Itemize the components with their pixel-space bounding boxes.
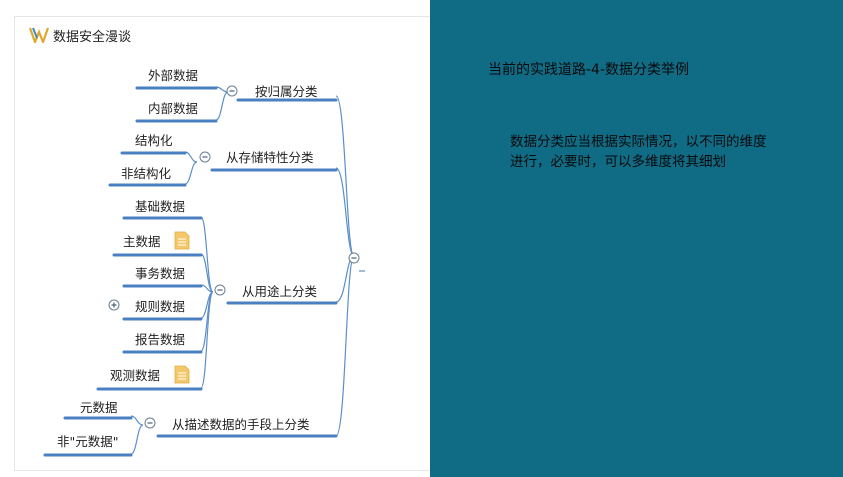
branch-storage[interactable]: 从存储特性分类 bbox=[226, 150, 314, 165]
leaf-basic-data[interactable]: 基础数据 bbox=[135, 199, 186, 214]
branch-description[interactable]: 从描述数据的手段上分类 bbox=[172, 417, 310, 432]
leaf-report-data[interactable]: 报告数据 bbox=[135, 332, 186, 347]
w-logo-icon bbox=[29, 27, 49, 43]
brand-name: 数据安全漫谈 bbox=[53, 30, 132, 45]
slide-panel bbox=[430, 0, 843, 477]
leaf-master-data[interactable]: 主数据 bbox=[123, 234, 161, 249]
slide-title: 当前的实践道路-4-数据分类举例 bbox=[488, 62, 690, 78]
expand-icon[interactable] bbox=[108, 299, 120, 311]
leaf-metadata[interactable]: 元数据 bbox=[80, 400, 118, 415]
mindmap-connectors bbox=[43, 85, 365, 457]
leaf-non-metadata[interactable]: 非"元数据" bbox=[57, 434, 119, 449]
canvas-frame bbox=[14, 16, 430, 471]
collapse-toggles[interactable] bbox=[144, 85, 360, 429]
slide-description: 数据分类应当根据实际情况，以不同的维度进行，必要时，可以多维度将其细划 bbox=[510, 134, 767, 170]
leaf-transaction-data[interactable]: 事务数据 bbox=[135, 266, 186, 281]
leaf-unstructured[interactable]: 非结构化 bbox=[121, 166, 172, 181]
leaf-internal-data[interactable]: 内部数据 bbox=[148, 101, 199, 116]
leaf-rule-data[interactable]: 规则数据 bbox=[135, 299, 186, 314]
branch-usage[interactable]: 从用途上分类 bbox=[242, 284, 318, 299]
note-icon[interactable] bbox=[174, 365, 190, 384]
branch-ownership[interactable]: 按归属分类 bbox=[255, 84, 318, 99]
note-icon[interactable] bbox=[174, 231, 190, 250]
leaf-structured[interactable]: 结构化 bbox=[135, 133, 173, 148]
mindmap-canvas bbox=[14, 16, 430, 471]
leaf-external-data[interactable]: 外部数据 bbox=[148, 68, 199, 83]
leaf-observation-data[interactable]: 观测数据 bbox=[110, 368, 161, 383]
